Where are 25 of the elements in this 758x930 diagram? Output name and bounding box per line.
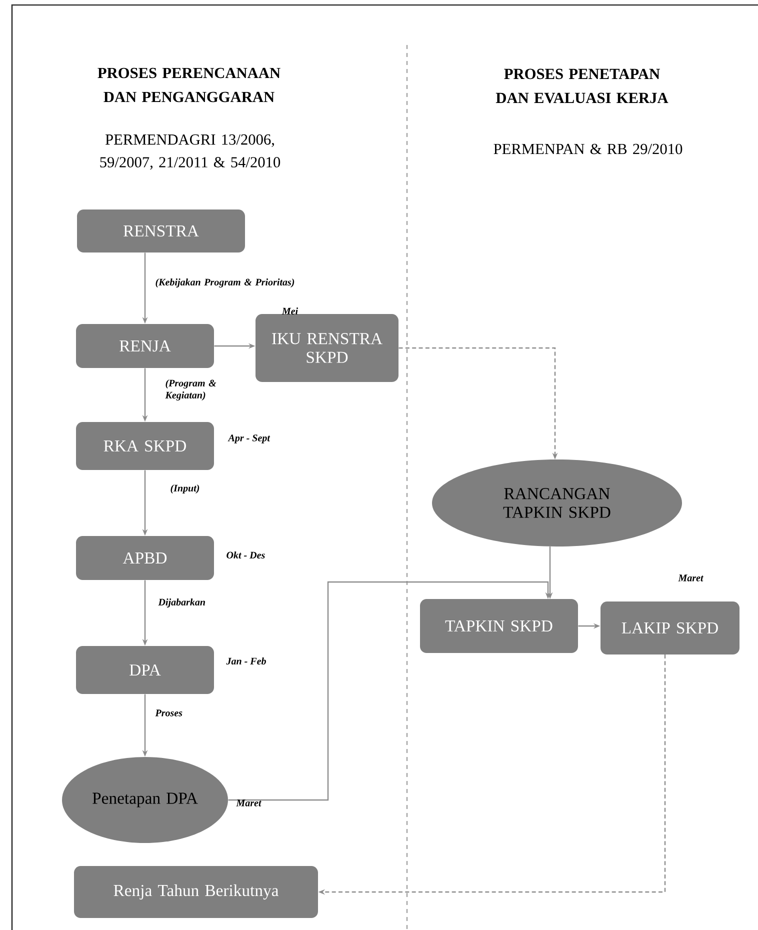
date-label: Maret — [678, 574, 704, 582]
edge-label: (Kebijakan Program & Prioritas) — [156, 278, 294, 288]
process-box: Renja Tahun Berikutnya — [74, 866, 318, 918]
date-label: Mei — [282, 307, 298, 315]
edge-label: Dijabarkan — [158, 598, 206, 608]
process-box: LAKIP SKPD — [600, 602, 740, 654]
regulation-text: PERMENPAN & RB 29/2010 — [494, 144, 682, 154]
section-heading: PROSES PENETAPAN DAN EVALUASI KERJA — [496, 68, 668, 104]
date-label: Okt - Des — [226, 551, 265, 559]
process-box: IKU RENSTRA SKPD — [256, 314, 398, 382]
edge-label: (Input) — [170, 484, 200, 494]
edge-label: (Program & Kegiatan) — [165, 379, 216, 401]
regulation-text: PERMENDAGRI 13/2006, 59/2007, 21/2011 & 54/2010 — [100, 134, 280, 170]
process-box: RENJA — [76, 324, 214, 368]
edge-label: Proses — [155, 710, 182, 716]
date-label: Apr - Sept — [228, 434, 270, 444]
process-box: RKA SKPD — [76, 422, 214, 470]
process-box: RENSTRA — [77, 210, 245, 252]
process-box: DPA — [76, 646, 214, 694]
process-box: APBD — [76, 536, 214, 580]
edge-label: Maret — [236, 800, 262, 806]
arrow — [228, 581, 551, 801]
process-box: TAPKIN SKPD — [420, 599, 578, 653]
date-label: Jan - Feb — [226, 657, 266, 664]
section-heading: PROSES PERENCANAAN DAN PENGANGGARAN — [98, 68, 280, 102]
